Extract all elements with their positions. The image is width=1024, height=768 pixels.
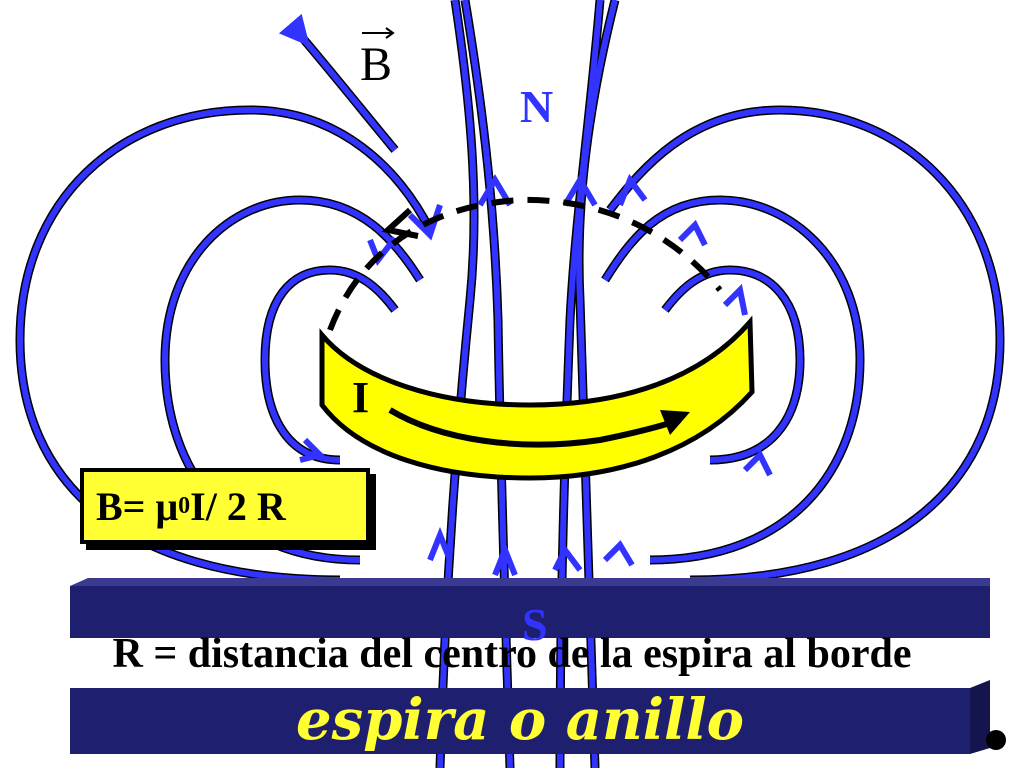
current-arrow bbox=[388, 407, 681, 448]
current-ring bbox=[319, 315, 755, 481]
slide-title: espira o anillo bbox=[296, 687, 744, 753]
field-arrowheads bbox=[299, 173, 773, 577]
ring-back-arrow-icon bbox=[381, 207, 419, 239]
formula-rest: I/ 2 R bbox=[190, 483, 286, 529]
south-label: S bbox=[522, 599, 548, 650]
top-banner bbox=[70, 578, 990, 638]
bullet-dot-icon bbox=[986, 730, 1006, 750]
vector-arrow-over-b-tip bbox=[385, 27, 395, 39]
bottom-banner bbox=[70, 680, 990, 754]
formula-prefix: B= bbox=[96, 483, 146, 529]
ring-back-dashed bbox=[327, 196, 723, 332]
vector-b-label: B bbox=[360, 38, 392, 91]
current-label: I bbox=[352, 373, 369, 422]
north-label: N bbox=[520, 81, 553, 132]
radius-caption: R = distancia del centro de la espira al… bbox=[112, 631, 912, 677]
formula-mu: μ bbox=[155, 483, 179, 529]
formula-mu-sub: 0 bbox=[178, 492, 191, 519]
current-arrow-head-icon bbox=[660, 410, 690, 435]
